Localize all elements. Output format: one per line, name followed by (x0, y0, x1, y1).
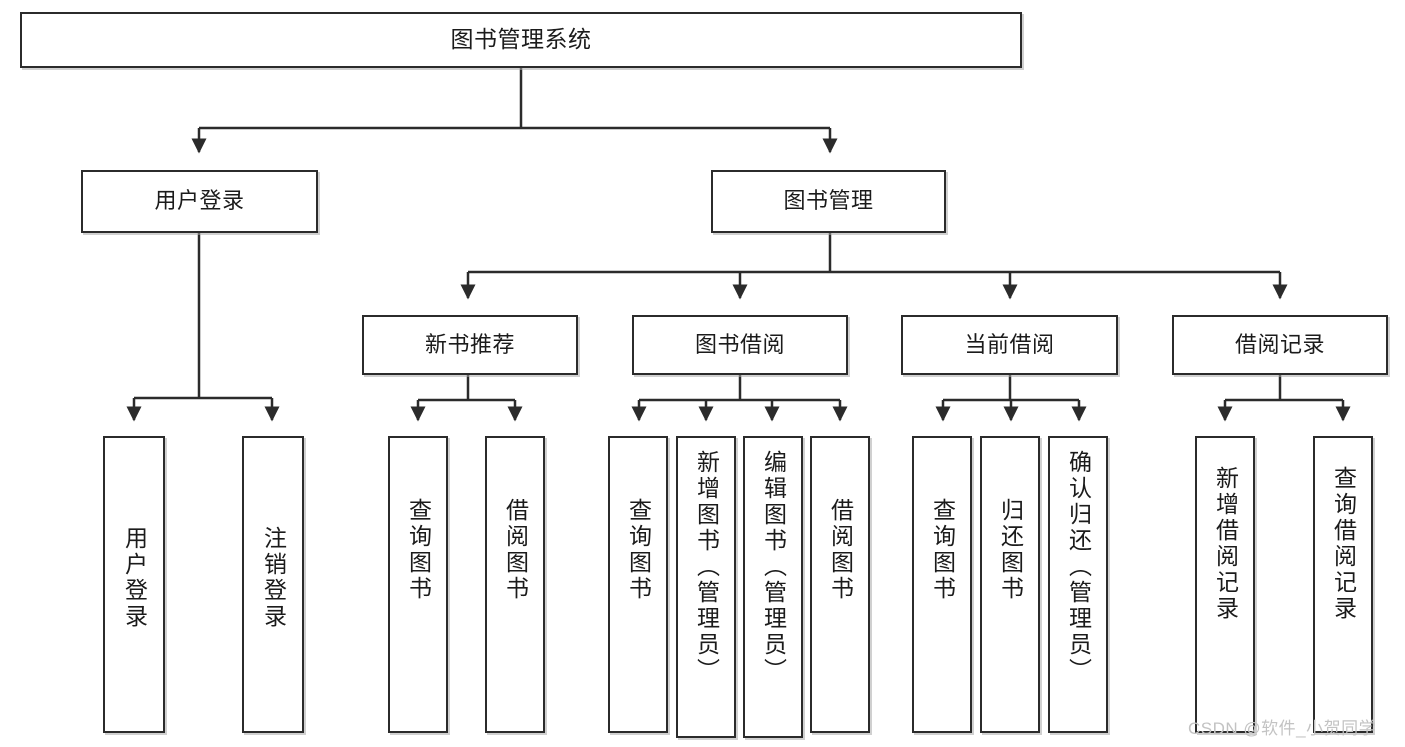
leaf-add-borrow-record[interactable]: 新增借阅记录 (1195, 436, 1255, 733)
node-label: 新书推荐 (424, 331, 515, 357)
node-label: 查询借阅记录 (1330, 466, 1357, 622)
node-label: 图书管理系统 (450, 26, 592, 53)
node-label: 归还图书 (997, 498, 1024, 602)
node-new-book-recommend[interactable]: 新书推荐 (362, 315, 578, 375)
leaf-user-logout[interactable]: 注销登录 (242, 436, 304, 733)
node-label: 当前借阅 (964, 331, 1055, 357)
node-label: 查询图书 (405, 498, 432, 602)
node-label: 用户登录 (121, 526, 148, 630)
leaf-edit-book[interactable]: 编辑图书（管理员） (743, 436, 803, 738)
node-label: 注销登录 (260, 526, 287, 630)
node-label: 查询图书 (929, 498, 956, 602)
node-book-management[interactable]: 图书管理 (711, 170, 946, 233)
node-label: 查询图书 (625, 498, 652, 602)
leaf-query-borrow-record[interactable]: 查询借阅记录 (1313, 436, 1373, 733)
leaf-confirm-return[interactable]: 确认归还（管理员） (1048, 436, 1108, 733)
node-label: 借阅记录 (1234, 331, 1325, 357)
node-label: 新增借阅记录 (1212, 466, 1239, 622)
leaf-add-book[interactable]: 新增图书（管理员） (676, 436, 736, 738)
leaf-query-book-borrow[interactable]: 查询图书 (608, 436, 668, 733)
node-label: 图书管理 (783, 188, 874, 214)
node-borrow-record[interactable]: 借阅记录 (1172, 315, 1388, 375)
node-current-borrow[interactable]: 当前借阅 (901, 315, 1118, 375)
node-label: 新增图书（管理员） (693, 450, 720, 684)
node-user-login[interactable]: 用户登录 (81, 170, 318, 233)
node-label: 编辑图书（管理员） (760, 450, 787, 684)
node-label: 借阅图书 (502, 498, 529, 602)
node-label: 图书借阅 (694, 331, 785, 357)
watermark-text: CSDN @软件_小贺同学 (1188, 719, 1377, 738)
leaf-borrow-book[interactable]: 借阅图书 (810, 436, 870, 733)
node-label: 确认归还（管理员） (1065, 450, 1092, 684)
leaf-return-book[interactable]: 归还图书 (980, 436, 1040, 733)
node-label: 借阅图书 (827, 498, 854, 602)
node-root-system[interactable]: 图书管理系统 (20, 12, 1022, 68)
leaf-borrow-book-recommend[interactable]: 借阅图书 (485, 436, 545, 733)
leaf-query-book-recommend[interactable]: 查询图书 (388, 436, 448, 733)
node-label: 用户登录 (154, 188, 245, 214)
leaf-user-login[interactable]: 用户登录 (103, 436, 165, 733)
leaf-query-book-current[interactable]: 查询图书 (912, 436, 972, 733)
node-book-borrow[interactable]: 图书借阅 (632, 315, 848, 375)
